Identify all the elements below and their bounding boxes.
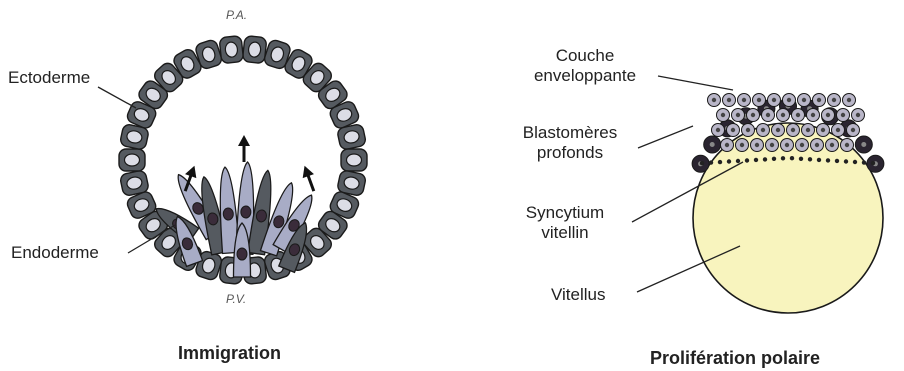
syncytium-nucleus (727, 159, 731, 163)
syncytium-vitellin-label: Syncytium vitellin (510, 203, 620, 243)
blasto-label-line1: Blastomères (505, 123, 635, 143)
deep-blastomere-nucleus (815, 143, 819, 147)
syncytium-nucleus (700, 161, 704, 165)
deep-blastomere-nucleus (796, 113, 800, 117)
syncytium-nucleus (763, 157, 767, 161)
deep-blastomere-nucleus (712, 98, 716, 102)
leader-line (98, 87, 136, 108)
syncytium-nucleus (844, 159, 848, 163)
arrow-head (299, 164, 314, 178)
syncytium-nucleus (790, 156, 794, 160)
vitellus-label: Vitellus (551, 285, 606, 305)
couche-label-line1: Couche (510, 46, 660, 66)
deep-blastomere-nucleus (847, 98, 851, 102)
ectoderm-cell (242, 36, 267, 64)
blastomeres-profonds-label: Blastomères profonds (505, 123, 635, 163)
deep-blastomere-nucleus (716, 128, 720, 132)
deep-blastomere-nucleus (770, 143, 774, 147)
deep-blastomere-nucleus (761, 128, 765, 132)
endoderm-cell-nucleus (241, 206, 251, 218)
deep-blastomere-nucleus (830, 143, 834, 147)
endoderm-label: Endoderme (11, 243, 99, 263)
proliferation-polaire-caption: Prolifération polaire (650, 348, 820, 369)
deep-blastomere-nucleus (742, 98, 746, 102)
deep-blastomere-nucleus (800, 143, 804, 147)
deep-blastomere-nucleus (757, 98, 761, 102)
migration-arrow (238, 135, 250, 162)
pole-anterior-label: P.A. (226, 8, 247, 22)
syncytium-nucleus (826, 158, 830, 162)
syncytium-nucleus (799, 157, 803, 161)
deep-blastomere-nucleus (851, 128, 855, 132)
blastoderm-proliferation-diagram (692, 94, 884, 314)
syncytium-nucleus (862, 160, 866, 164)
deep-blastomere-nucleus (725, 143, 729, 147)
blasto-label-line2: profonds (505, 143, 635, 163)
endoderm-cell-nucleus (223, 208, 234, 221)
syncytium-nucleus (835, 159, 839, 163)
ectoderm-label: Ectoderme (8, 68, 90, 88)
deep-blastomere-nucleus (826, 113, 830, 117)
deep-blastomere-nucleus (856, 113, 860, 117)
migration-arrow (299, 164, 320, 193)
syncytium-nucleus (781, 156, 785, 160)
deep-blastomere-nucleus (832, 98, 836, 102)
couche-label-line2: enveloppante (510, 66, 660, 86)
deep-blastomere-nucleus (836, 128, 840, 132)
syncytium-nucleus (736, 159, 740, 163)
deep-blastomere-nucleus (802, 98, 806, 102)
leader-line (658, 76, 733, 90)
deep-blastomere-nucleus (746, 128, 750, 132)
enveloping-cell-nucleus (710, 142, 715, 147)
immigration-caption: Immigration (178, 343, 281, 364)
syncytium-nucleus (718, 160, 722, 164)
pole-vegetal-label: P.V. (226, 292, 246, 306)
arrow-head (185, 164, 200, 178)
deep-blastomere-nucleus (751, 113, 755, 117)
ectoderm-cell (219, 36, 244, 64)
deep-blastomere-nucleus (787, 98, 791, 102)
syncytium-nucleus (853, 160, 857, 164)
deep-blastomere-nucleus (740, 143, 744, 147)
deep-blastomere-nucleus (736, 113, 740, 117)
deep-blastomere-nucleus (811, 113, 815, 117)
blastula-immigration-diagram (119, 36, 367, 285)
deep-blastomere-nucleus (841, 113, 845, 117)
deep-blastomere-nucleus (785, 143, 789, 147)
arrow-head (238, 135, 250, 146)
deep-blastomere-nucleus (821, 128, 825, 132)
deep-blastomere-nucleus (776, 128, 780, 132)
enveloping-cell-nucleus (861, 142, 866, 147)
ectoderm-cell (341, 149, 367, 171)
syncytium-nucleus (817, 158, 821, 162)
leader-line (638, 126, 693, 148)
ectoderm-cell-nucleus (347, 154, 362, 166)
syncytium-label-line2: vitellin (510, 223, 620, 243)
deep-blastomere-nucleus (791, 128, 795, 132)
syncytium-nucleus (745, 158, 749, 162)
deep-blastomere-nucleus (817, 98, 821, 102)
ectoderm-cell-nucleus (125, 154, 140, 166)
deep-blastomere-nucleus (721, 113, 725, 117)
syncytium-label-line1: Syncytium (510, 203, 620, 223)
deep-blastomere-nucleus (845, 143, 849, 147)
deep-blastomere-nucleus (806, 128, 810, 132)
deep-blastomere-nucleus (755, 143, 759, 147)
syncytium-nucleus (709, 160, 713, 164)
deep-blastomere-nucleus (731, 128, 735, 132)
syncytium-nucleus (772, 157, 776, 161)
ectoderm-cell (119, 149, 145, 171)
couche-enveloppante-label: Couche enveloppante (510, 46, 660, 86)
deep-blastomere-nucleus (727, 98, 731, 102)
deep-blastomere-nucleus (766, 113, 770, 117)
deep-blastomere-nucleus (781, 113, 785, 117)
deep-blastomere-nucleus (772, 98, 776, 102)
syncytium-nucleus (871, 161, 875, 165)
endoderm-cell-nucleus (237, 248, 247, 260)
syncytium-nucleus (754, 158, 758, 162)
arrow-shaft (308, 174, 314, 191)
syncytium-nucleus (808, 157, 812, 161)
